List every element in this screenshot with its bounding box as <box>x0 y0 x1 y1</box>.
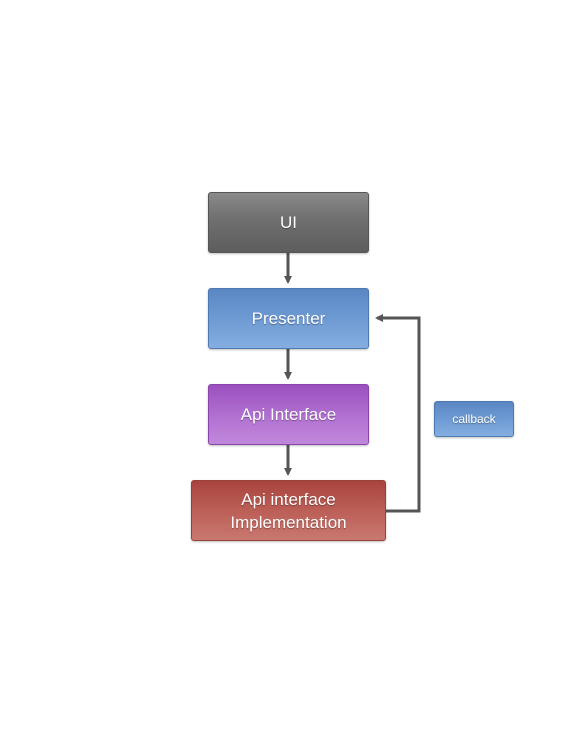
ui-node: UI <box>208 192 369 253</box>
presenter-node: Presenter <box>208 288 369 349</box>
arrow-callback-implementation-to-presenter <box>375 314 421 513</box>
ui-node-label: UI <box>280 213 297 232</box>
callback-legend-label: callback <box>452 412 496 426</box>
api-implementation-label-line2: Implementation <box>230 512 347 532</box>
callback-legend: callback <box>434 401 514 437</box>
api-implementation-node-label: Api interface Implementation <box>230 488 346 534</box>
api-interface-node: Api Interface <box>208 384 369 445</box>
api-interface-node-label: Api Interface <box>240 405 337 424</box>
presenter-node-label: Presenter <box>251 309 326 328</box>
api-implementation-node: Api interface Implementation <box>191 480 386 541</box>
api-implementation-label-line1: Api interface <box>241 489 336 509</box>
